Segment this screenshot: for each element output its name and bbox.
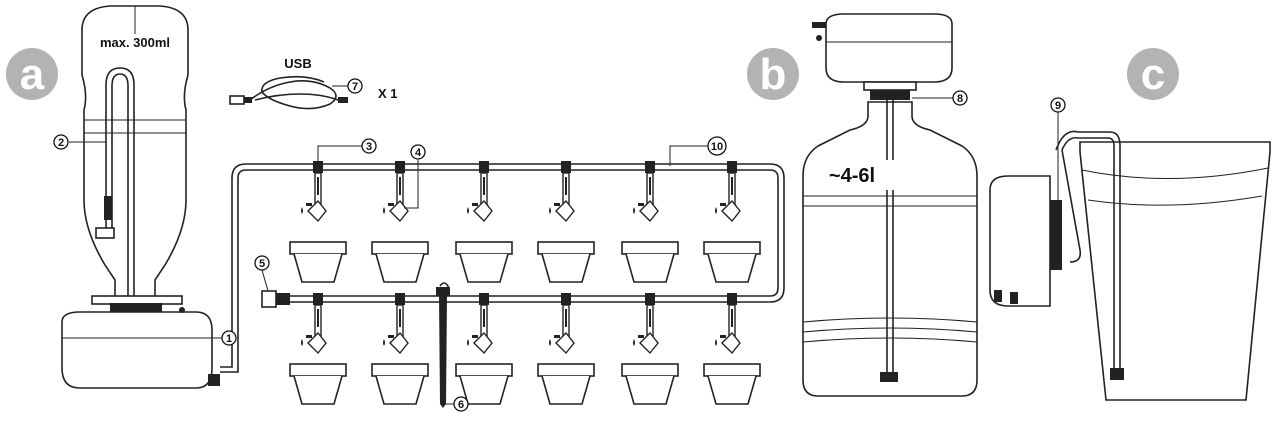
- drip-valve-icon: [715, 293, 741, 355]
- flower-pot-icon: [289, 241, 347, 283]
- flower-pot-icon: [289, 363, 347, 405]
- drip-valve-icon: [467, 161, 493, 223]
- drip-valve-icon: [301, 293, 327, 355]
- drip-valve-icon: [301, 161, 327, 223]
- callout-2: 2: [53, 134, 106, 150]
- svg-text:10: 10: [711, 141, 723, 153]
- flower-pot-icon: [621, 241, 679, 283]
- pump-on-bucket-icon: [989, 175, 1062, 307]
- svg-text:1: 1: [226, 333, 232, 345]
- plastic-bottle-icon: max. 300ml: [81, 5, 189, 301]
- flower-pot-icon: [703, 241, 761, 283]
- callout-8: 8: [912, 90, 968, 106]
- svg-text:5: 5: [259, 258, 265, 270]
- usb-cable-icon: USB X 1: [229, 56, 398, 110]
- drip-valve-icon: [383, 293, 409, 355]
- svg-text:3: 3: [366, 141, 372, 153]
- section-badge-c: c: [1127, 48, 1179, 100]
- bucket-icon: [1055, 130, 1271, 401]
- callout-5: 5: [254, 255, 270, 292]
- section-letter-b: b: [760, 50, 787, 99]
- flower-pot-icon: [621, 363, 679, 405]
- callout-4: 4: [404, 144, 426, 209]
- drip-valve-icon: [715, 161, 741, 223]
- drip-valve-icon: [383, 161, 409, 223]
- ground-stake-icon: [436, 282, 450, 408]
- section-letter-c: c: [1141, 50, 1165, 99]
- drip-valve-group: [301, 161, 741, 355]
- usb-label: USB: [284, 56, 311, 71]
- jug-capacity-label: ~4-6l: [829, 165, 875, 187]
- flower-pot-icon: [371, 241, 429, 283]
- drip-valve-icon: [549, 161, 575, 223]
- callout-3: 3: [317, 138, 377, 166]
- flower-pot-icon: [455, 363, 513, 405]
- callout-9: 9: [1050, 97, 1066, 200]
- svg-text:8: 8: [957, 93, 963, 105]
- callout-7: 7: [332, 78, 363, 94]
- usb-quantity: X 1: [378, 86, 398, 101]
- water-jug-icon: ~4-6l: [802, 100, 978, 397]
- pump-on-jug-icon: [812, 13, 953, 100]
- drip-valve-icon: [467, 293, 493, 355]
- drip-tube-icon: [220, 163, 785, 373]
- svg-text:9: 9: [1055, 100, 1061, 112]
- pump-unit-icon: [61, 295, 220, 389]
- bottle-capacity-label: max. 300ml: [100, 35, 170, 50]
- section-letter-a: a: [20, 50, 45, 99]
- flower-pot-icon: [703, 363, 761, 405]
- drip-valve-icon: [633, 293, 659, 355]
- flower-pot-group: [289, 241, 761, 405]
- section-badge-a: a: [6, 48, 58, 100]
- drip-valve-icon: [549, 293, 575, 355]
- flower-pot-icon: [371, 363, 429, 405]
- svg-text:6: 6: [458, 399, 464, 411]
- svg-text:4: 4: [415, 147, 422, 159]
- section-badge-b: b: [747, 48, 799, 100]
- flower-pot-icon: [455, 241, 513, 283]
- flower-pot-icon: [537, 363, 595, 405]
- callout-6: 6: [446, 396, 469, 412]
- svg-text:2: 2: [58, 137, 64, 149]
- flower-pot-icon: [537, 241, 595, 283]
- callout-1: 1: [212, 330, 237, 346]
- callout-10: 10: [669, 136, 727, 166]
- drip-valve-icon: [633, 161, 659, 223]
- svg-text:7: 7: [352, 81, 358, 93]
